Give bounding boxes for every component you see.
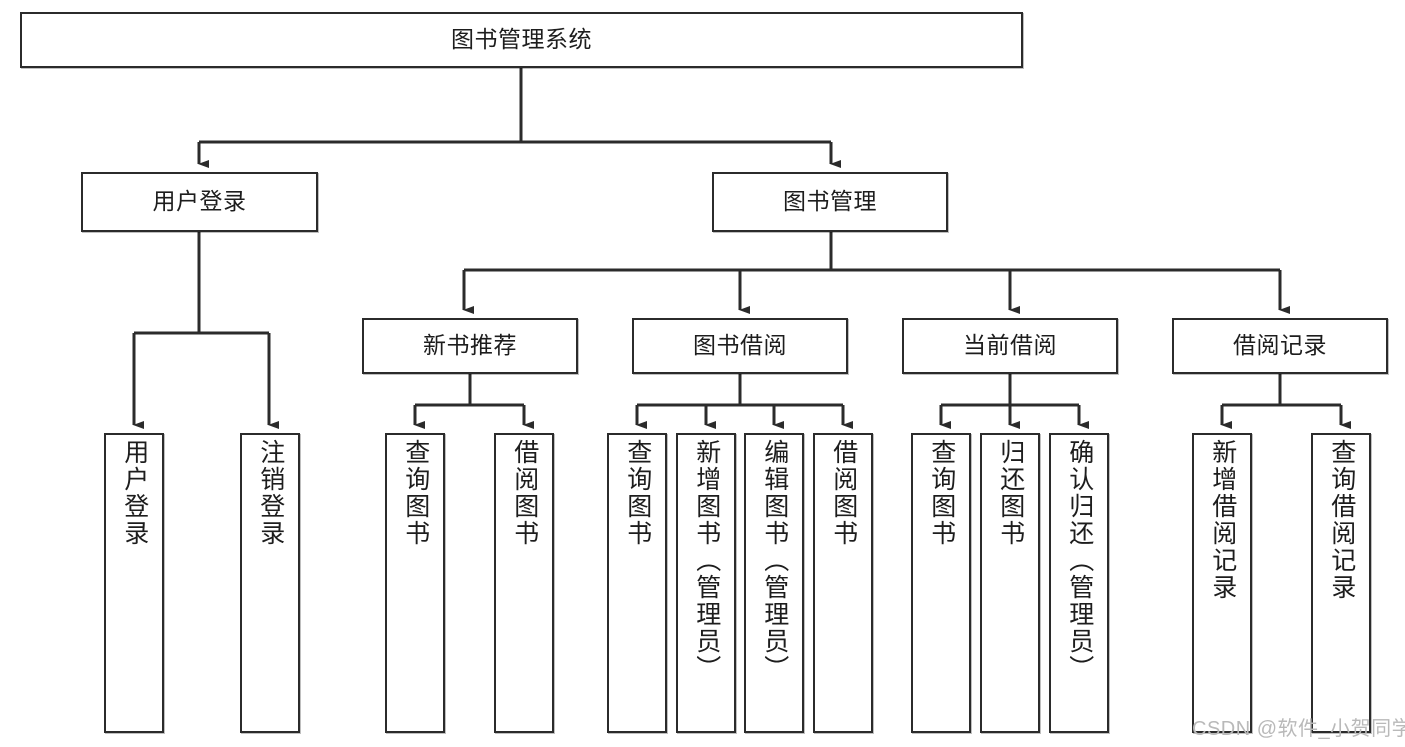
node-leaf-confirm-return-label: 确认归还（管理员）	[1065, 439, 1094, 682]
node-leaf-query-book-1-label: 查询图书	[401, 439, 430, 547]
node-book-management-label: 图书管理	[783, 188, 877, 215]
node-new-book-recommend[interactable]: 新书推荐	[362, 318, 578, 374]
node-root-label: 图书管理系统	[451, 26, 592, 53]
node-leaf-logout-label: 注销登录	[256, 439, 285, 547]
node-current-borrow-label: 当前借阅	[963, 332, 1057, 359]
node-book-borrow-label: 图书借阅	[693, 332, 787, 359]
node-leaf-logout[interactable]: 注销登录	[240, 433, 300, 733]
node-leaf-borrow-book-1[interactable]: 借阅图书	[494, 433, 554, 733]
node-leaf-query-book-2[interactable]: 查询图书	[607, 433, 667, 733]
node-leaf-query-book-2-label: 查询图书	[623, 439, 652, 547]
node-book-borrow[interactable]: 图书借阅	[632, 318, 848, 374]
node-leaf-user-login-label: 用户登录	[120, 439, 149, 547]
node-leaf-query-book-3-label: 查询图书	[927, 439, 956, 547]
node-leaf-query-borrow-record-label: 查询借阅记录	[1327, 439, 1356, 601]
node-current-borrow[interactable]: 当前借阅	[902, 318, 1118, 374]
node-borrow-record[interactable]: 借阅记录	[1172, 318, 1388, 374]
node-leaf-confirm-return[interactable]: 确认归还（管理员）	[1049, 433, 1109, 733]
node-leaf-user-login[interactable]: 用户登录	[104, 433, 164, 733]
node-user-login[interactable]: 用户登录	[81, 172, 318, 232]
node-book-management[interactable]: 图书管理	[712, 172, 948, 232]
node-leaf-edit-book-label: 编辑图书（管理员）	[760, 439, 789, 682]
node-leaf-query-book-1[interactable]: 查询图书	[385, 433, 445, 733]
node-leaf-borrow-book-2-label: 借阅图书	[829, 439, 858, 547]
node-leaf-add-book[interactable]: 新增图书（管理员）	[676, 433, 736, 733]
node-leaf-borrow-book-2[interactable]: 借阅图书	[813, 433, 873, 733]
node-leaf-query-book-3[interactable]: 查询图书	[911, 433, 971, 733]
node-user-login-label: 用户登录	[152, 188, 247, 215]
watermark-text: CSDN @软件_小贺同学	[1192, 718, 1405, 740]
node-leaf-query-borrow-record[interactable]: 查询借阅记录	[1311, 433, 1371, 733]
node-leaf-add-borrow-record[interactable]: 新增借阅记录	[1192, 433, 1252, 733]
node-leaf-return-book[interactable]: 归还图书	[980, 433, 1040, 733]
node-leaf-edit-book[interactable]: 编辑图书（管理员）	[744, 433, 804, 733]
node-leaf-add-borrow-record-label: 新增借阅记录	[1208, 439, 1237, 601]
node-leaf-borrow-book-1-label: 借阅图书	[510, 439, 539, 547]
node-root[interactable]: 图书管理系统	[20, 12, 1023, 68]
node-new-book-recommend-label: 新书推荐	[423, 332, 517, 359]
node-leaf-return-book-label: 归还图书	[996, 439, 1025, 547]
node-leaf-add-book-label: 新增图书（管理员）	[692, 439, 721, 682]
node-borrow-record-label: 借阅记录	[1233, 332, 1327, 359]
